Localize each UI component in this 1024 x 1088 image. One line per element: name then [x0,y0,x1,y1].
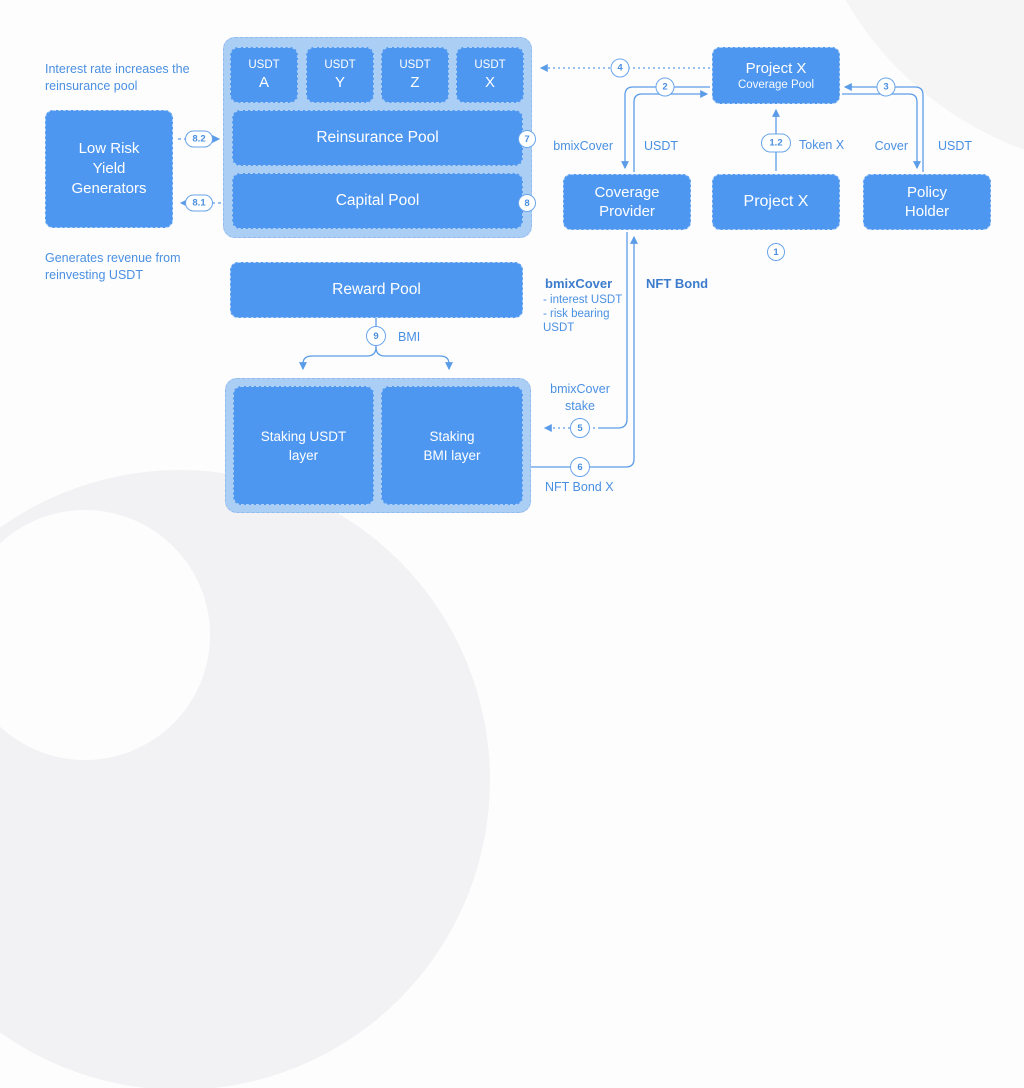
project-x-pool-subtitle: Coverage Pool [737,78,815,91]
step-badge-6: 6 [570,457,590,477]
node-reward-pool: Reward Pool [230,262,523,318]
edge-3-usdt-to-pool [843,83,924,172]
step-badge-8-2: 8.2 [185,130,213,148]
label-bmi: BMI [398,330,421,344]
edge-9-to-staking-usdt [299,346,377,371]
label-bmixcover: bmixCover [553,139,613,153]
step-badge-2: 2 [655,77,675,97]
edge-9-to-staking-bmi [375,346,453,371]
note-generates-revenue: Generates revenue from reinvesting USDT [45,251,181,282]
step-badge-1: 1 [767,243,785,261]
token-symbol: USDT [248,59,280,71]
edge-5-bmixcover-stake-down [600,232,628,429]
label-cover: Cover [874,139,908,153]
token-suffix: A [258,74,269,91]
node-staking-usdt-layer: Staking USDT layer [233,386,374,505]
step-badge-4: 4 [610,58,630,78]
node-usdt-y: USDT Y [306,47,374,103]
label-bmixcover-bond-title: bmixCover [545,276,613,291]
step-badge-9: 9 [366,326,386,346]
token-suffix: Y [334,74,345,91]
node-reinsurance-pool: Reinsurance Pool [232,110,523,166]
token-suffix: Z [410,74,420,91]
token-symbol: USDT [474,59,506,71]
step-badge-8: 8 [518,194,536,212]
step-badge-1-2: 1.2 [761,133,791,153]
connector-layer [178,64,924,468]
node-project-x: Project X [712,174,840,230]
step-badge-3: 3 [876,77,896,97]
token-symbol: USDT [399,59,431,71]
token-symbol: USDT [324,59,356,71]
step-badge-7: 7 [518,130,536,148]
node-usdt-a: USDT A [230,47,298,103]
edge-2-bmixcover-to-provider [621,86,710,170]
node-policy-holder: Policy Holder [863,174,991,230]
node-coverage-provider: Coverage Provider [563,174,691,230]
node-staking-bmi-layer: Staking BMI layer [381,386,523,505]
project-x-pool-title: Project X [745,59,807,77]
node-usdt-x: USDT X [456,47,524,103]
step-badge-8-1: 8.1 [185,194,213,212]
label-bmixcover-stake: bmixCover stake [550,382,610,413]
node-low-risk-yield-generators: Low Risk Yield Generators [45,110,173,228]
label-token-x: Token X [799,138,845,152]
edge-6-nft-bond-up [531,235,638,468]
label-usdt-coverage-provider: USDT [644,139,679,153]
token-suffix: X [484,74,495,91]
node-capital-pool: Capital Pool [232,173,523,229]
note-interest-rate: Interest rate increases the reinsurance … [45,62,190,93]
label-nft-bond-title: NFT Bond [646,276,709,291]
label-nft-bond-x: NFT Bond X [545,480,614,494]
label-bmixcover-bond-items: - interest USDT - risk bearing USDT [543,294,623,334]
node-usdt-z: USDT Z [381,47,449,103]
step-badge-5: 5 [570,418,590,438]
label-usdt-policy-holder: USDT [938,139,973,153]
edge-3-cover-to-holder [842,93,921,170]
edge-2-usdt-to-pool [633,90,709,172]
